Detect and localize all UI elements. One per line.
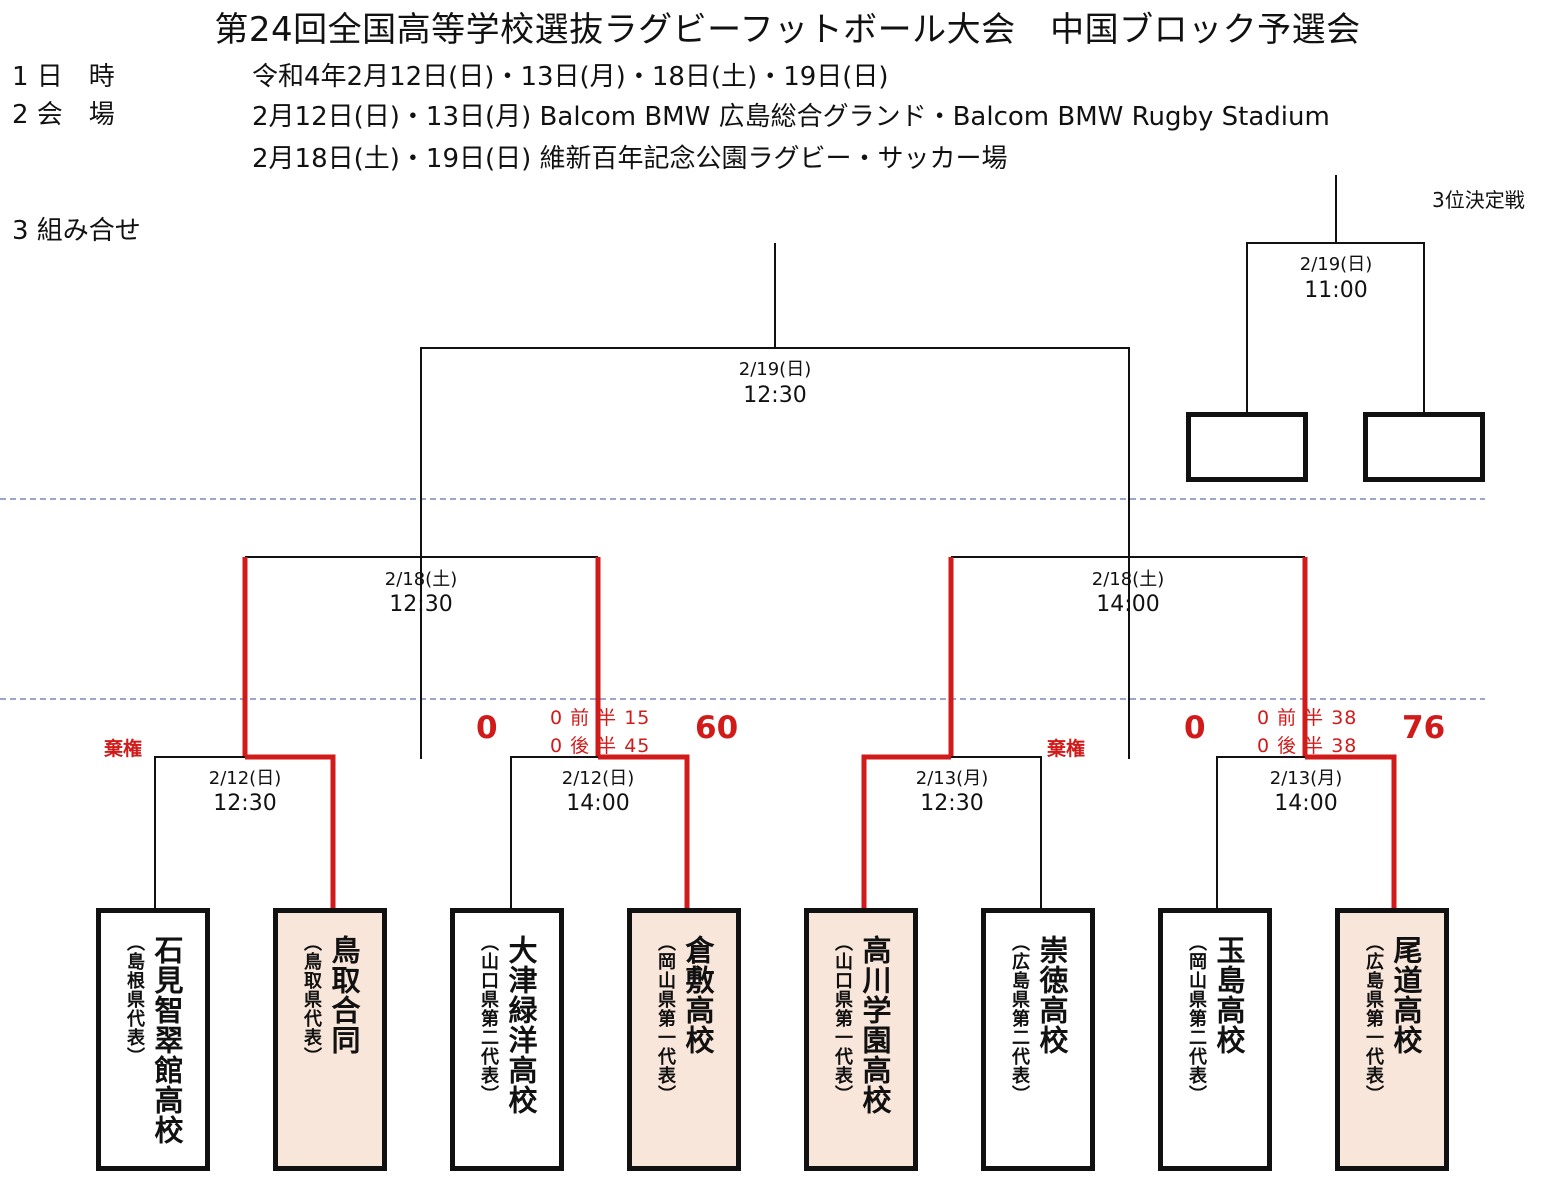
r1m2-right-score: 60 (695, 710, 739, 746)
r1m4-time: 14:00 (1274, 791, 1338, 816)
r1m2-date: 2/12(日) (561, 768, 635, 789)
team-prefecture: （島根県代表） (124, 933, 145, 1066)
r1m4-date: 2/13(月) (1269, 768, 1343, 789)
r1m2-first-half: 0 前 半 15 (550, 707, 651, 729)
team-prefecture: （広島県第二代表） (1009, 933, 1030, 1104)
team-name: 高川学園高校 (858, 935, 892, 1115)
team-name: 鳥取合同 (327, 935, 361, 1055)
team-box-2: 鳥取合同 （鳥取県代表） (273, 908, 387, 1171)
venue-line-1: 2月12日(日)・13日(月) Balcom BMW 広島総合グランド・Balc… (252, 102, 1330, 132)
r1m1-loser-path (154, 756, 245, 908)
final-date: 2/19(日) (738, 359, 812, 380)
final-bracket (420, 347, 1130, 759)
final-time: 12:30 (743, 383, 807, 408)
r1m3-loser-path (951, 756, 1042, 908)
r1m4-left-score: 0 (1184, 710, 1206, 746)
date-value: 令和4年2月12日(日)・13日(月)・18日(土)・19日(日) (252, 62, 889, 92)
third-place-label: 3位決定戦 (1432, 188, 1525, 212)
r1m1-time: 12:30 (213, 791, 277, 816)
r1m4-first-half: 0 前 半 38 (1257, 707, 1358, 729)
r1m4-winner-path (1305, 754, 1397, 908)
third-place-time: 11:00 (1304, 278, 1368, 303)
team-name: 石見智翠館高校 (150, 935, 184, 1145)
team-prefecture: （広島県第一代表） (1363, 933, 1384, 1104)
team-box-3: 大津緑洋高校 （山口県第二代表） (450, 908, 564, 1171)
semi1-date: 2/18(土) (384, 569, 458, 590)
r1m3-forfeit-note: 棄権 (1047, 738, 1086, 760)
semi2-date: 2/18(土) (1091, 569, 1165, 590)
team-box-7: 玉島高校 （岡山県第二代表） (1158, 908, 1272, 1171)
team-box-8: 尾道高校 （広島県第一代表） (1335, 908, 1449, 1171)
r1m2-second-half: 0 後 半 45 (550, 735, 651, 757)
third-place-slot-left (1186, 412, 1308, 482)
team-prefecture: （岡山県第二代表） (1186, 933, 1207, 1104)
team-prefecture: （山口県第一代表） (832, 933, 853, 1104)
r1m2-winner-path (598, 754, 690, 908)
team-name: 尾道高校 (1389, 935, 1423, 1055)
team-name: 大津緑洋高校 (504, 935, 538, 1115)
third-place-slot-right (1363, 412, 1485, 482)
venue-line-2: 2月18日(土)・19日(日) 維新百年記念公園ラグビー・サッカー場 (252, 144, 1008, 174)
bracket-label: 3 組み合せ (12, 216, 141, 246)
r1m2-loser-path (510, 756, 598, 908)
r1m4-right-score: 76 (1402, 710, 1446, 746)
r1m3-date: 2/13(月) (915, 768, 989, 789)
team-name: 崇徳高校 (1035, 935, 1069, 1055)
r1m4-second-half: 0 後 半 38 (1257, 735, 1358, 757)
r1m1-forfeit-note: 棄権 (104, 738, 143, 760)
team-box-4: 倉敷高校 （岡山県第一代表） (627, 908, 741, 1171)
r1m4-loser-path (1216, 756, 1305, 908)
r1m3-winner-path (861, 754, 951, 908)
team-box-5: 高川学園高校 （山口県第一代表） (804, 908, 918, 1171)
r1m2-left-score: 0 (476, 710, 498, 746)
team-prefecture: （山口県第二代表） (478, 933, 499, 1104)
team-box-6: 崇徳高校 （広島県第二代表） (981, 908, 1095, 1171)
team-name: 倉敷高校 (681, 935, 715, 1055)
semi2-time: 14:00 (1096, 592, 1160, 617)
team-name: 玉島高校 (1212, 935, 1246, 1055)
r1m1-winner-path (245, 754, 336, 908)
date-label: 1 日 時 (12, 62, 115, 92)
team-prefecture: （鳥取県代表） (301, 933, 322, 1066)
team-box-1: 石見智翠館高校 （島根県代表） (96, 908, 210, 1171)
third-place-date: 2/19(日) (1299, 254, 1373, 275)
venue-label: 2 会 場 (12, 100, 115, 130)
team-prefecture: （岡山県第一代表） (655, 933, 676, 1104)
semi1-time: 12:30 (389, 592, 453, 617)
page-title: 第24回全国高等学校選抜ラグビーフットボール大会 中国ブロック予選会 (214, 10, 1361, 50)
r1m2-time: 14:00 (566, 791, 630, 816)
r1m3-time: 12:30 (920, 791, 984, 816)
r1m1-date: 2/12(日) (208, 768, 282, 789)
